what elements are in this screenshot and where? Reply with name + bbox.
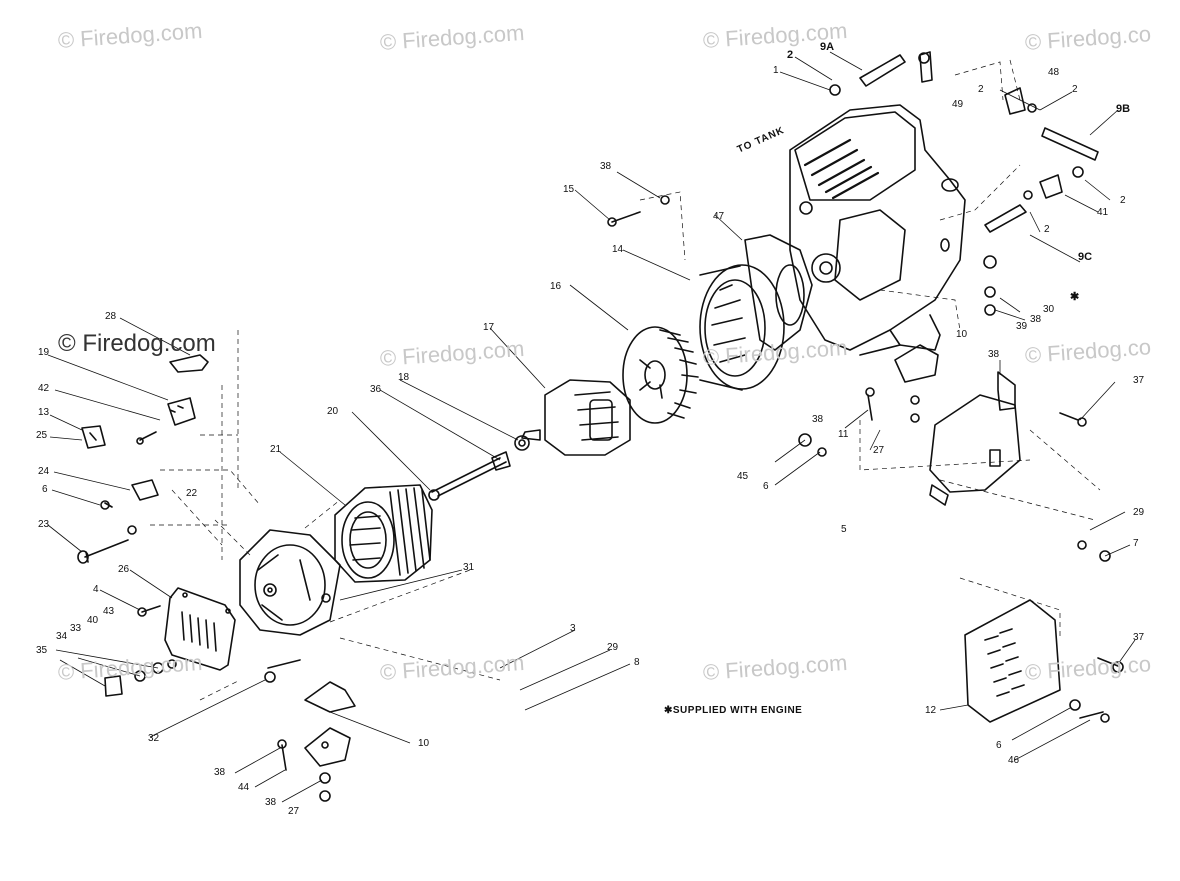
part-label: 41: [1097, 207, 1109, 218]
part-label: 27: [873, 445, 885, 456]
part-label: 47: [713, 211, 725, 222]
part-label: 22: [186, 488, 198, 499]
part-label: 42: [38, 383, 50, 394]
fan: [622, 326, 699, 424]
part-label: 16: [550, 281, 562, 292]
part-label: 38: [214, 767, 226, 778]
part-label: 44: [238, 782, 250, 793]
part-label: 24: [38, 466, 50, 477]
part-label: 33: [70, 623, 82, 634]
mount-10-bottom: [304, 681, 356, 713]
part-label: 38: [1030, 314, 1042, 325]
part-label: 2: [1044, 224, 1050, 235]
part-label: 36: [370, 384, 382, 395]
part-label: 3: [570, 623, 576, 634]
part-label: 21: [270, 444, 282, 455]
part-label: 2: [1072, 84, 1078, 95]
part-label: 1: [773, 65, 779, 76]
part-label: 5: [841, 524, 847, 535]
star-marker: ✱: [1070, 291, 1080, 303]
block-24: [131, 479, 159, 501]
stator: [334, 484, 433, 583]
hose-9b: [1041, 127, 1099, 161]
part-label: 37: [1133, 632, 1145, 643]
part-label: 23: [38, 519, 50, 530]
part-label: 32: [148, 733, 160, 744]
part-label: 43: [103, 606, 115, 617]
rotor: [514, 379, 631, 456]
part-label: 27: [288, 806, 300, 817]
cover-plate-35: [104, 675, 123, 697]
hose-9a: [859, 54, 906, 87]
part-label: 25: [36, 430, 48, 441]
through-bolt: [428, 451, 511, 501]
part-label: 35: [36, 645, 48, 656]
part-label: 20: [327, 406, 339, 417]
part-label: 18: [398, 372, 410, 383]
part-label: 38: [600, 161, 612, 172]
part-label: 6: [996, 740, 1002, 751]
part-label: 14: [612, 244, 624, 255]
part-label: 2: [978, 84, 984, 95]
part-label: 4: [93, 584, 99, 595]
part-label: 7: [1133, 538, 1139, 549]
bracket-19: [169, 354, 209, 373]
watermark: © Firedog.com: [58, 330, 216, 357]
adapter-plate: [744, 234, 813, 351]
terminal-13: [81, 425, 106, 449]
fitting-49: [919, 51, 933, 83]
end-housing: [699, 264, 785, 391]
screw-4: [141, 605, 161, 613]
part-label: 46: [1008, 755, 1020, 766]
part-label: 10: [956, 329, 968, 340]
part-label: 26: [118, 564, 130, 575]
part-label: 8: [634, 657, 640, 668]
part-label: 19: [38, 347, 50, 358]
part-label: 9C: [1078, 251, 1093, 263]
part-label: 9A: [820, 41, 835, 53]
screw-23: [84, 539, 129, 563]
part-label: 38: [812, 414, 824, 425]
part-label: 40: [87, 615, 99, 626]
part-label: 37: [1133, 375, 1145, 386]
part-label: 31: [463, 562, 475, 573]
part-label: 6: [42, 484, 48, 495]
part-label: 48: [1048, 67, 1060, 78]
part-label: 45: [737, 471, 749, 482]
part-label: 29: [1133, 507, 1145, 518]
part-label: 2: [1120, 195, 1126, 206]
part-label: 39: [1016, 321, 1028, 332]
fitting-41: [1039, 174, 1063, 199]
part-label: 38: [988, 349, 1000, 360]
part-label: 12: [925, 705, 937, 716]
brush-holder: [167, 397, 196, 426]
part-label: 15: [563, 184, 575, 195]
supplied-with-engine-note: ✱SUPPLIED WITH ENGINE: [664, 705, 803, 716]
part-label: 38: [265, 797, 277, 808]
mount-plate: [304, 727, 351, 767]
end-bell: [239, 529, 341, 636]
engine-block: [789, 104, 966, 356]
fitting-48: [1004, 87, 1026, 115]
muffler: [929, 371, 1021, 506]
part-label: 34: [56, 631, 68, 642]
part-label: 6: [763, 481, 769, 492]
part-label: 29: [607, 642, 619, 653]
mount-10-right: [894, 344, 939, 383]
part-label: 11: [838, 429, 849, 440]
hose-9c: [984, 204, 1027, 233]
part-label: 10: [418, 738, 430, 749]
part-label: 13: [38, 407, 50, 418]
part-label: 17: [483, 322, 495, 333]
part-label: 9B: [1116, 103, 1131, 115]
end-cover: [164, 587, 236, 671]
part-label: 28: [105, 311, 117, 322]
part-label: 49: [952, 99, 964, 110]
part-label: 2: [787, 49, 794, 61]
part-label: 30: [1043, 304, 1055, 315]
